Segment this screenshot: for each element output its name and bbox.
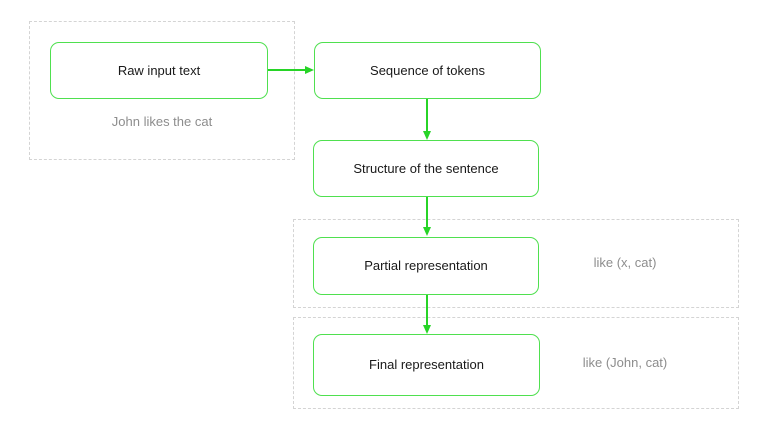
node-structure-of-sentence: Structure of the sentence xyxy=(313,140,539,197)
node-final-representation: Final representation xyxy=(313,334,540,396)
edge-raw-to-tokens-line xyxy=(268,69,306,71)
arrowhead-right-icon xyxy=(305,66,314,74)
arrowhead-down-icon xyxy=(423,325,431,334)
group-raw-input-example xyxy=(29,21,295,160)
node-sequence-of-tokens: Sequence of tokens xyxy=(314,42,541,99)
annotation-input-example: John likes the cat xyxy=(111,114,213,129)
annotation-partial-example: like (x, cat) xyxy=(593,255,657,270)
annotation-final-example: like (John, cat) xyxy=(582,355,668,370)
node-partial-representation-label: Partial representation xyxy=(364,258,488,274)
edge-partial-to-final-line xyxy=(426,295,428,326)
node-raw-input-text-label: Raw input text xyxy=(117,62,201,78)
node-sequence-of-tokens-label: Sequence of tokens xyxy=(370,62,485,78)
group-final-representation xyxy=(293,317,739,409)
node-partial-representation: Partial representation xyxy=(313,237,539,295)
arrowhead-down-icon xyxy=(423,227,431,236)
edge-structure-to-partial-line xyxy=(426,197,428,228)
edge-tokens-to-structure-line xyxy=(426,99,428,132)
node-final-representation-label: Final representation xyxy=(369,357,484,373)
node-structure-of-sentence-label: Structure of the sentence xyxy=(353,160,499,176)
node-raw-input-text: Raw input text xyxy=(50,42,268,99)
group-partial-representation xyxy=(293,219,739,308)
arrowhead-down-icon xyxy=(423,131,431,140)
